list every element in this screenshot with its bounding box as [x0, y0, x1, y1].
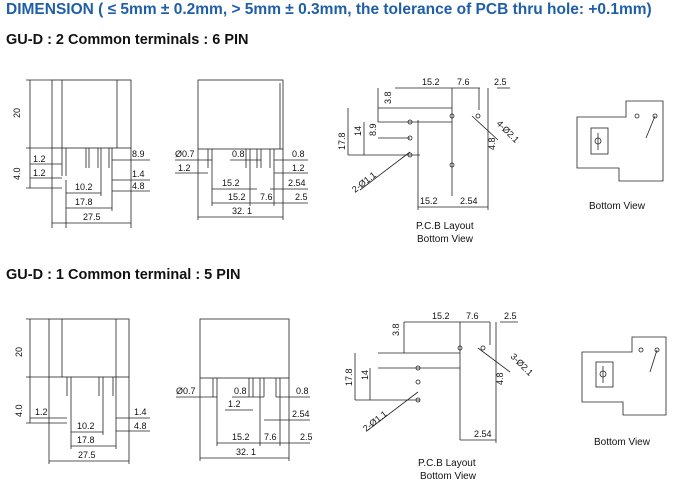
- dim-s1-pcb-b1: 15.2: [420, 196, 438, 206]
- dim-s1-d5: 4.8: [132, 181, 145, 191]
- dim-s1-p9: 2.5: [295, 192, 308, 202]
- bottom-view-caption-s2: Bottom View: [594, 437, 651, 448]
- dim-s1-d2: 1.2: [33, 168, 46, 178]
- dim-s2-pindia: Ø0.7: [176, 386, 196, 396]
- bottom-view-5pin: [581, 336, 667, 416]
- dim-s1-d3: 8.9: [132, 149, 145, 159]
- dim-s1-w2: 17.8: [75, 197, 93, 207]
- dim-s2-pinlen: 4.0: [14, 404, 24, 417]
- dim-s2-pcb-v4: 17.8: [344, 368, 354, 386]
- dim-s2-pcb-t2: 7.6: [466, 311, 479, 321]
- dim-s2-p1: 0.8: [234, 386, 247, 396]
- dim-s2-p3: 1.2: [228, 399, 241, 409]
- section-heading-5pin: GU-D : 1 Common terminal : 5 PIN: [6, 267, 241, 283]
- dim-s1-p1: 0.8: [232, 149, 245, 159]
- dim-s2-pcb-v3: 14: [360, 370, 370, 380]
- bottom-view-6pin: [576, 100, 664, 182]
- dim-s1-pcb-t1: 15.2: [422, 77, 440, 87]
- dim-s1-pcb-hole-a: 4-Ø2.1: [495, 118, 522, 145]
- dim-s2-p2: 0.8: [296, 386, 309, 396]
- front-view-6pin: [175, 79, 308, 220]
- pcb-caption-s2-line2: Bottom View: [420, 471, 477, 482]
- dim-s2-p7: 2.5: [300, 432, 313, 442]
- page-title: DIMENSION ( ≤ 5mm ± 0.2mm, > 5mm ± 0.3mm…: [6, 1, 652, 18]
- dim-s2-pcb-t3: 2.5: [504, 311, 517, 321]
- pcb-caption-s1-line1: P.C.B Layout: [416, 221, 474, 232]
- dim-s1-p8: 7.6: [260, 192, 273, 202]
- dim-s1-pcb-v3: 14: [353, 126, 363, 136]
- dim-s2-height: 20: [14, 347, 24, 357]
- dim-s2-w2: 17.8: [77, 435, 95, 445]
- dim-s2-p6: 7.6: [264, 432, 277, 442]
- dim-s1-w3: 27.5: [83, 212, 101, 222]
- dim-s1-w: 32. 1: [232, 206, 252, 216]
- dim-s1-pindia: Ø0.7: [175, 149, 195, 159]
- dim-s2-d5: 4.8: [134, 421, 147, 431]
- dim-s1-height: 20: [12, 108, 22, 118]
- dim-s1-p5: 15.2: [222, 178, 240, 188]
- dim-s2-pcb-v5: 4.8: [495, 372, 505, 385]
- dim-s2-p5: 15.2: [232, 432, 250, 442]
- dim-s2-pcb-b2: 2.54: [474, 429, 492, 439]
- dim-s2-pcb-v1: 3.8: [391, 323, 401, 336]
- dim-s2-pcb-hole-b: 2-Ø1.1: [361, 409, 389, 434]
- dim-s2-w: 32. 1: [236, 447, 256, 457]
- dim-s1-d4: 1.4: [132, 169, 145, 179]
- dim-s1-p2: 0.8: [292, 149, 305, 159]
- dim-s1-p3: 1.2: [178, 163, 191, 173]
- side-view-5pin: [26, 318, 150, 464]
- bottom-view-caption-s1: Bottom View: [589, 201, 646, 212]
- dim-s1-pinlen: 4.0: [12, 167, 22, 180]
- dim-s1-w1: 10.2: [75, 182, 93, 192]
- dim-s2-d4: 1.4: [134, 407, 147, 417]
- dim-s1-pcb-b2: 2.54: [460, 196, 478, 206]
- dim-s2-w1: 10.2: [77, 421, 95, 431]
- pcb-layout-5pin: [354, 321, 518, 443]
- dim-s2-p4: 2.54: [292, 409, 310, 419]
- front-view-5pin: [176, 318, 310, 461]
- dim-s2-d1: 1.2: [35, 407, 48, 417]
- dim-s1-d1: 1.2: [33, 154, 46, 164]
- dim-s1-p6: 2.54: [288, 178, 306, 188]
- pcb-layout-6pin: [347, 87, 510, 210]
- dim-s1-pcb-v5: 4.8: [487, 137, 497, 150]
- dim-s1-pcb-t2: 7.6: [457, 77, 470, 87]
- dim-s2-pcb-t1: 15.2: [432, 311, 450, 321]
- side-view-6pin: [26, 79, 150, 228]
- dim-s1-pcb-hole-b: 2-Ø1.1: [350, 170, 378, 195]
- dim-s1-pcb-v1: 3.8: [383, 91, 393, 104]
- dim-s2-w3: 27.5: [78, 450, 96, 460]
- dim-s1-p7: 15.2: [228, 192, 246, 202]
- section-heading-6pin: GU-D : 2 Common terminals : 6 PIN: [6, 32, 249, 48]
- dim-s1-pcb-v4: 17.8: [337, 132, 347, 150]
- pcb-caption-s1-line2: Bottom View: [417, 234, 474, 245]
- pcb-caption-s2-line1: P.C.B Layout: [418, 458, 476, 469]
- dim-s1-pcb-v2: 8.9: [368, 123, 378, 136]
- dim-s2-pcb-hole-a: 3-Ø2.1: [509, 351, 536, 378]
- dim-s1-p4: 1.2: [292, 163, 305, 173]
- dim-s1-pcb-t3: 2.5: [494, 77, 507, 87]
